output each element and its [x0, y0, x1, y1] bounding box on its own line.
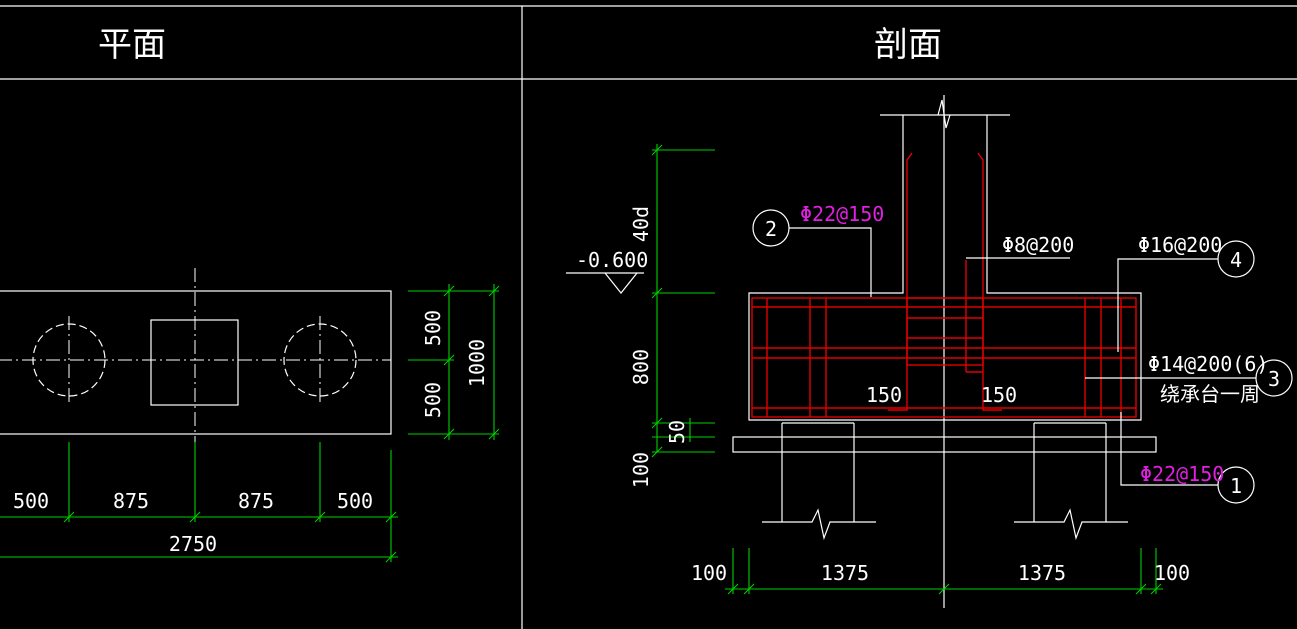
dim-800: 800	[629, 349, 653, 385]
callout-1-number: 1	[1230, 474, 1242, 498]
plan-tick	[488, 285, 500, 297]
bedding-layer	[732, 436, 1157, 453]
leader-2	[789, 227, 872, 297]
section-tick	[651, 287, 663, 299]
plan-title: 平面	[98, 25, 166, 65]
rebar-label-stirrup: Φ8@200	[1002, 233, 1074, 257]
dim-50: 50	[665, 420, 689, 444]
dim-100-right: 100	[1154, 561, 1190, 585]
section-tick	[743, 583, 755, 595]
leader-1	[1120, 412, 1218, 486]
elevation-text: -0.600	[576, 248, 648, 272]
dim-1375-right: 1375	[1018, 561, 1066, 585]
plan-vdim-500-bottom: 500	[421, 382, 445, 418]
pile-right-break	[1014, 508, 1128, 541]
column-bar-left	[888, 152, 913, 411]
dim-100-bed: 100	[629, 452, 653, 488]
section-tick	[727, 583, 739, 595]
plan-dim-total: 2750	[169, 532, 217, 556]
callout-4-number: 4	[1230, 248, 1242, 272]
plan-view: 500 875 875 500 2750 500 500 1000	[0, 268, 500, 563]
rebar-label-4: Φ16@200	[1138, 233, 1222, 257]
plan-dim-875-right: 875	[238, 489, 274, 513]
pile-cap-outline	[0, 290, 392, 435]
rebar-label-1: Φ22@150	[1140, 462, 1224, 486]
column-stirrups	[906, 297, 984, 366]
leader-4	[1117, 258, 1218, 352]
section-tick	[651, 144, 663, 156]
plan-tick	[443, 354, 455, 366]
elevation-triangle	[604, 272, 638, 294]
dim-100-left: 100	[691, 561, 727, 585]
rebar-label-3-note: 绕承台一周	[1160, 382, 1260, 406]
pile-left-break	[762, 508, 876, 541]
plan-tick	[385, 551, 397, 563]
plan-vdim-1000: 1000	[465, 339, 489, 387]
section-tick	[1135, 583, 1147, 595]
section-tick	[651, 446, 663, 458]
plan-dim-875-left: 875	[113, 489, 149, 513]
section-tick	[651, 417, 663, 429]
section-title: 剖面	[874, 25, 942, 65]
plan-tick	[189, 511, 201, 523]
plan-tick	[488, 428, 500, 440]
stirrup-150-right: 150	[981, 383, 1017, 407]
plan-tick	[385, 511, 397, 523]
plan-tick	[314, 511, 326, 523]
rebar-label-3: Φ14@200(6)	[1148, 352, 1268, 376]
callout-3-number: 3	[1268, 367, 1280, 391]
plan-tick	[443, 428, 455, 440]
plan-tick	[443, 285, 455, 297]
column-bar-right	[977, 152, 1002, 411]
column-square	[150, 319, 239, 406]
plan-vdim-500-top: 500	[421, 310, 445, 346]
section-tick	[938, 583, 950, 595]
section-view: 150 150 2 Φ22@150 Φ8@200 4 Φ16@200 3 Φ14…	[566, 95, 1293, 608]
plan-dim-500-left: 500	[13, 489, 49, 513]
dim-1375-left: 1375	[821, 561, 869, 585]
plan-tick	[63, 511, 75, 523]
stirrup-150-left: 150	[866, 383, 902, 407]
dim-40d: 40d	[629, 206, 653, 242]
cap-and-column-outline	[748, 115, 1142, 421]
section-tick	[1150, 583, 1162, 595]
plan-dim-500-right: 500	[337, 489, 373, 513]
callout-2-number: 2	[765, 217, 777, 241]
rebar-label-2: Φ22@150	[800, 202, 884, 226]
